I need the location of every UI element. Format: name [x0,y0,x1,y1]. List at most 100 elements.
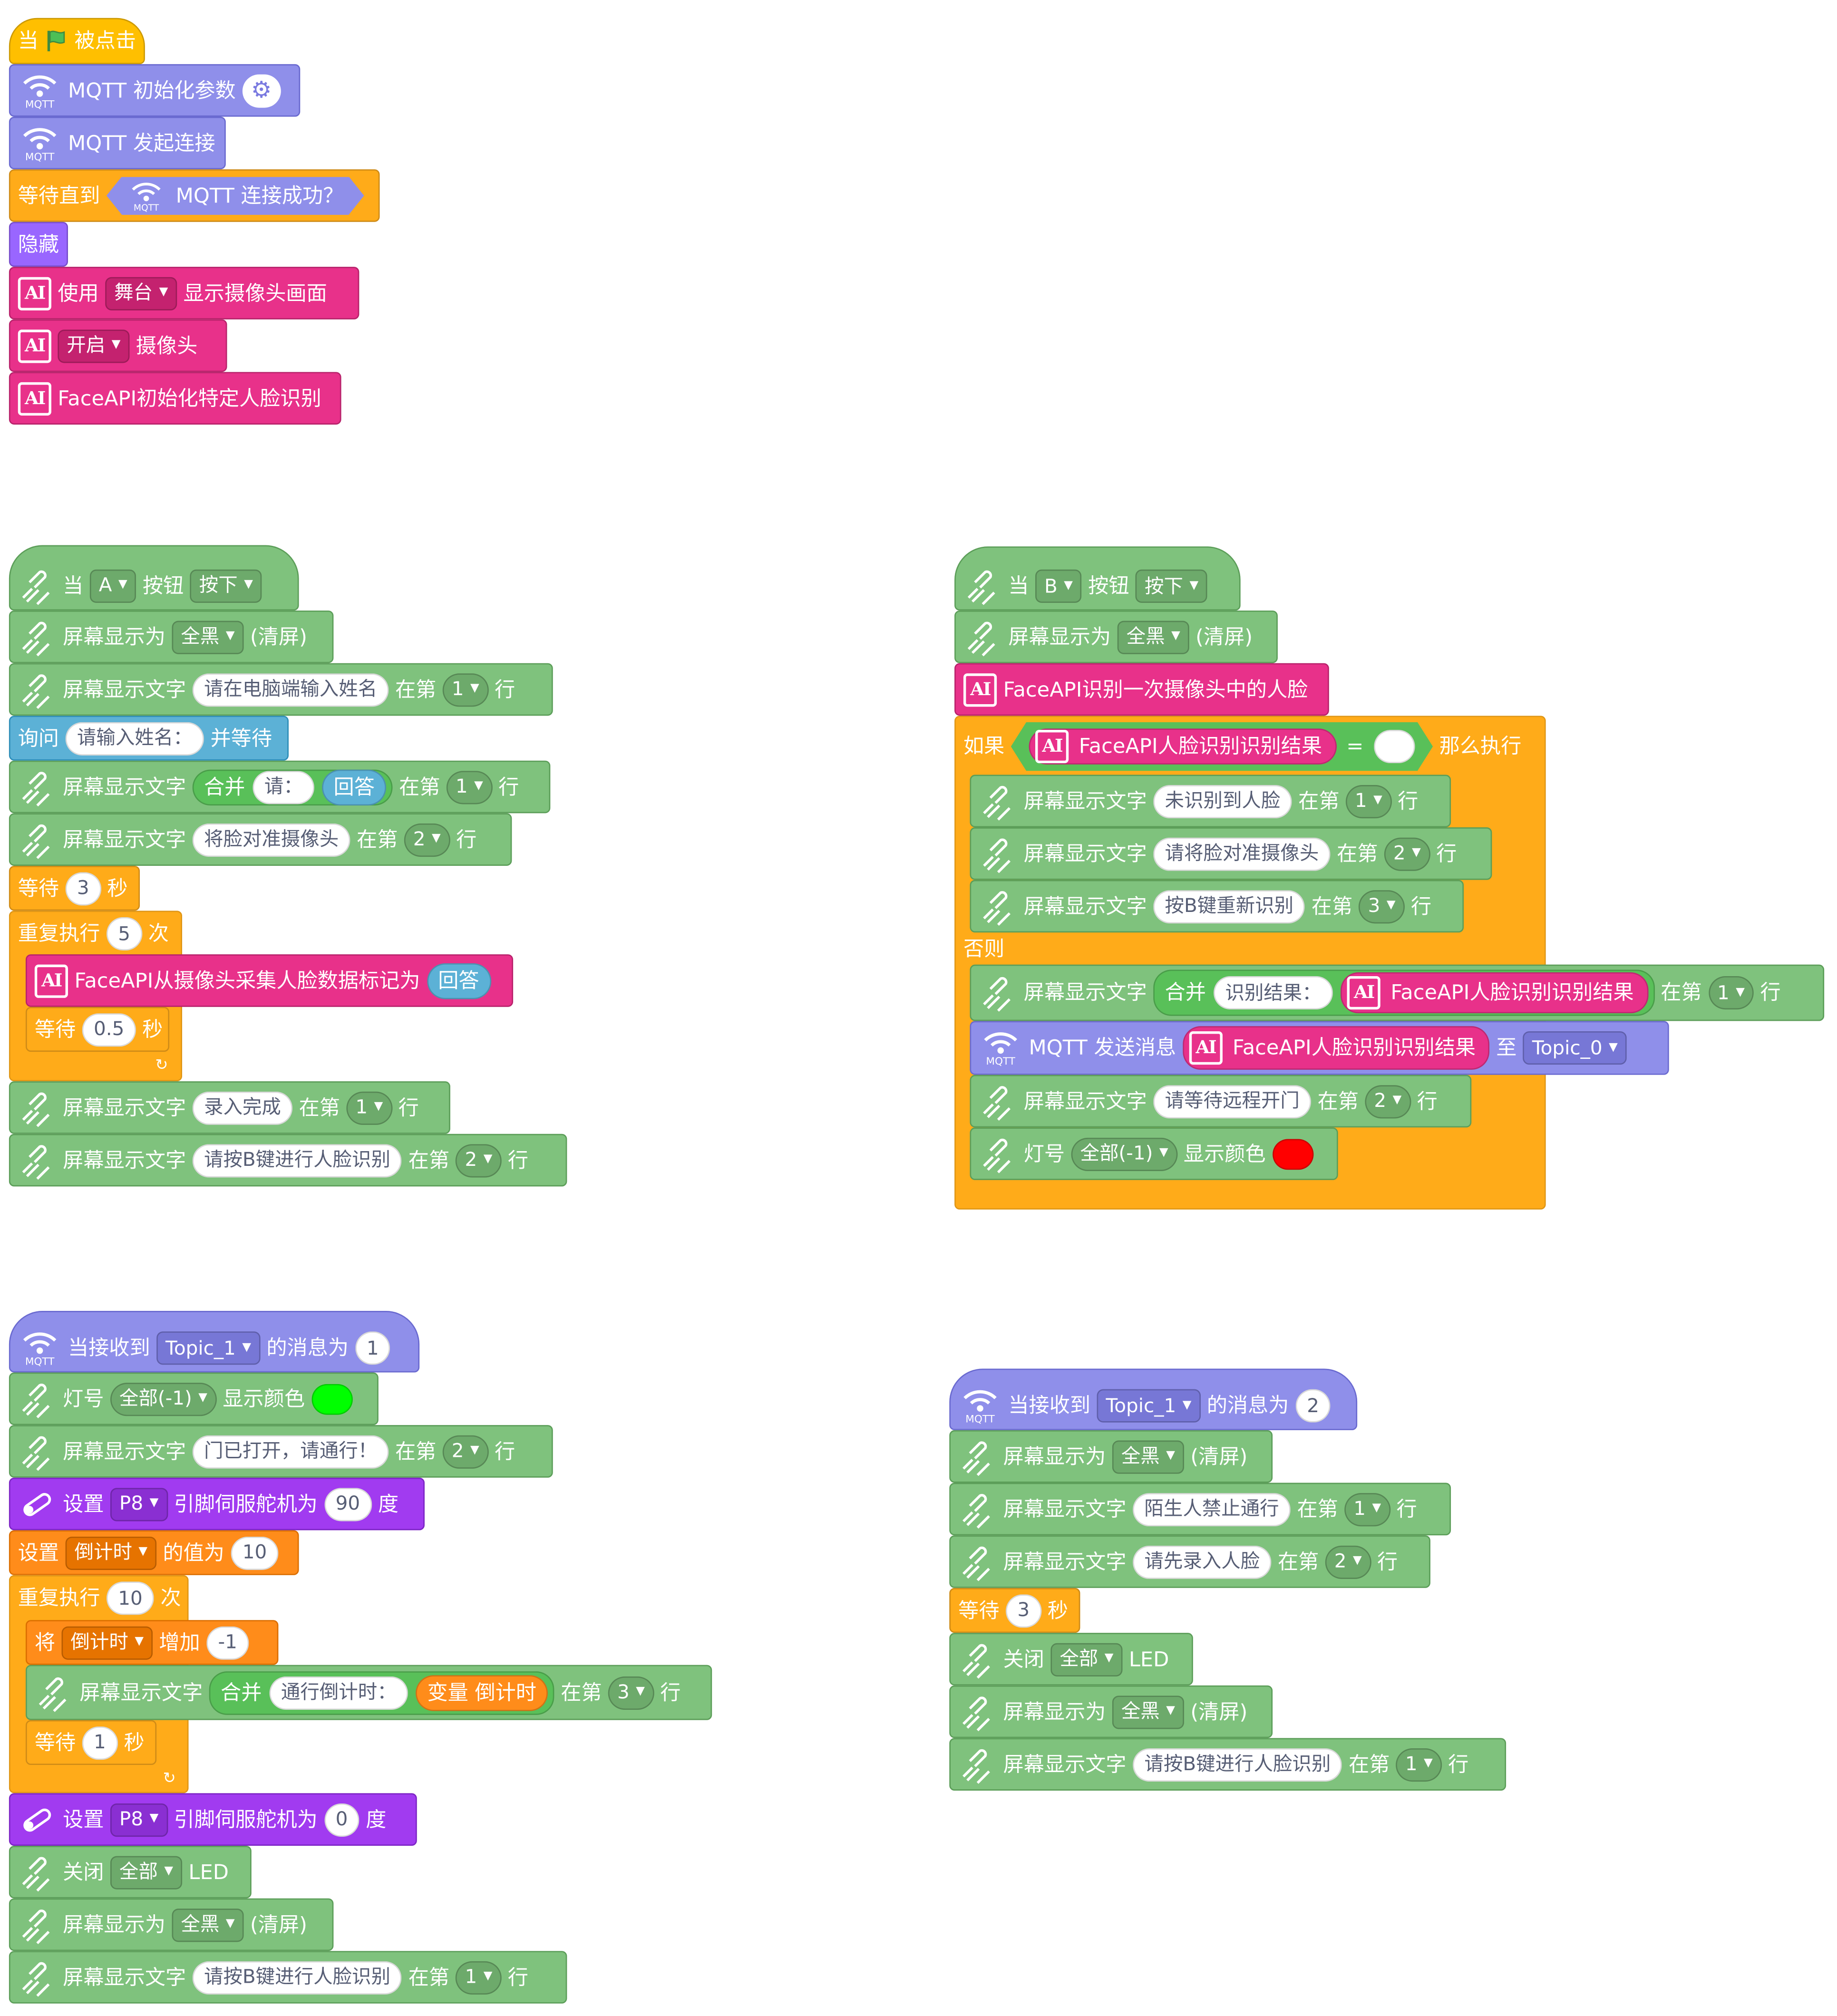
variable-dropdown[interactable]: 倒计时▼ [65,1536,156,1570]
text-input[interactable]: 门已打开，请通行！ [192,1434,389,1468]
faceapi-collect-block[interactable]: AI FaceAPI从摄像头采集人脸数据标记为 回答 [25,954,514,1007]
row-dropdown[interactable]: 2▼ [456,1143,502,1177]
pin-dropdown[interactable]: P8▼ [110,1803,168,1836]
display-text-block[interactable]: 屏幕显示文字 请先录入人脸 在第 2▼ 行 [949,1535,1430,1588]
led-off-block[interactable]: 关闭 全部▼ LED [9,1845,252,1899]
join-text-input[interactable]: 请： [253,770,315,804]
color-swatch-green[interactable] [311,1383,352,1415]
display-text-block[interactable]: 屏幕显示文字 未识别到人脸 在第 1▼ 行 [970,775,1451,828]
fill-dropdown[interactable]: 全黑▼ [1112,1695,1184,1729]
answer-reporter[interactable]: 回答 [426,962,491,999]
row-dropdown[interactable]: 1▼ [442,672,488,707]
screen-clear-block[interactable]: 屏幕显示为 全黑▼ (清屏) [9,1898,334,1951]
join-reporter[interactable]: 合并 通行倒计时： 变量 倒计时 [209,1670,554,1715]
text-input[interactable]: 请按B键进行人脸识别 [192,1143,402,1177]
display-text-block[interactable]: 屏幕显示文字 合并 识别结果： AI FaceAPI人脸识别识别结果 在第 1▼… [970,964,1825,1021]
mqtt-send-block[interactable]: MQTT MQTT 发送消息 AI FaceAPI人脸识别识别结果 至 Topi… [970,1021,1669,1075]
press-dropdown[interactable]: 按下▼ [1136,569,1208,603]
when-button-b-pressed-block[interactable]: 当 B▼ 按钮 按下▼ [954,546,1241,611]
when-receive-message-block[interactable]: MQTT 当接收到 Topic_1▼ 的消息为 1 [9,1311,420,1373]
fill-dropdown[interactable]: 全黑▼ [1112,1440,1184,1473]
join-text-input[interactable]: 通行倒计时： [269,1676,408,1709]
gear-icon[interactable]: ⚙ [242,74,281,107]
screen-clear-block[interactable]: 屏幕显示为 全黑▼ (清屏) [954,611,1278,663]
variable-dropdown[interactable]: 倒计时▼ [61,1626,153,1659]
mqtt-connect-block[interactable]: MQTT MQTT 发起连接 [9,116,226,170]
fill-dropdown[interactable]: 全黑▼ [1117,620,1189,654]
angle-input[interactable]: 90 [324,1487,372,1521]
set-servo-block[interactable]: 设置 P8▼ 引脚伺服舵机为 0 度 [9,1793,417,1846]
mqtt-connected-condition[interactable]: MQTT MQTT 连接成功？ [107,176,364,215]
angle-input[interactable]: 0 [324,1803,360,1836]
change-variable-block[interactable]: 将 倒计时▼ 增加 -1 [25,1620,279,1665]
display-text-block[interactable]: 屏幕显示文字 请在电脑端输入姓名 在第 1▼ 行 [9,663,553,716]
message-input[interactable]: 2 [1295,1389,1331,1423]
equals-condition[interactable]: AI FaceAPI人脸识别识别结果 = [1011,722,1433,771]
value-input[interactable]: 10 [231,1536,279,1570]
hide-block[interactable]: 隐藏 [9,222,68,267]
led-dropdown[interactable]: 全部▼ [110,1855,182,1889]
ask-text-input[interactable]: 请输入姓名： [65,721,204,755]
screen-clear-block[interactable]: 屏幕显示为 全黑▼ (清屏) [949,1685,1273,1738]
led-dropdown[interactable]: 全部(-1)▼ [1071,1137,1177,1171]
pin-dropdown[interactable]: P8▼ [110,1487,168,1521]
show-camera-block[interactable]: AI 使用 舞台▼ 显示摄像头画面 [9,267,360,320]
led-color-block[interactable]: 灯号 全部(-1)▼ 显示颜色 [9,1372,379,1425]
led-off-block[interactable]: 关闭 全部▼ LED [949,1633,1193,1686]
display-text-block[interactable]: 屏幕显示文字 请按B键进行人脸识别 在第 1▼ 行 [9,1951,567,2004]
row-dropdown[interactable]: 1▼ [447,770,492,804]
when-flag-clicked-block[interactable]: 当 被点击 [9,18,145,64]
text-input[interactable]: 请按B键进行人脸识别 [192,1960,402,1994]
text-input[interactable]: 请先录入人脸 [1133,1545,1272,1579]
row-dropdown[interactable]: 3▼ [1359,889,1405,923]
wait-seconds-block[interactable]: 等待 1 秒 [25,1720,157,1765]
when-receive-message-block[interactable]: MQTT 当接收到 Topic_1▼ 的消息为 2 [949,1368,1358,1430]
display-text-block[interactable]: 屏幕显示文字 请按B键进行人脸识别 在第 1▼ 行 [949,1738,1507,1791]
variable-reporter[interactable]: 变量 倒计时 [416,1674,548,1711]
join-reporter[interactable]: 合并 请： 回答 [192,769,393,805]
row-dropdown[interactable]: 2▼ [1365,1084,1411,1118]
row-dropdown[interactable]: 1▼ [456,1960,502,1994]
camera-state-dropdown[interactable]: 开启▼ [58,329,130,363]
text-input[interactable]: 陌生人禁止通行 [1133,1492,1291,1526]
text-input[interactable]: 录入完成 [192,1091,293,1124]
faceapi-recognize-block[interactable]: AI FaceAPI识别一次摄像头中的人脸 [954,663,1329,716]
led-color-block[interactable]: 灯号 全部(-1)▼ 显示颜色 [970,1127,1338,1180]
display-text-block[interactable]: 屏幕显示文字 陌生人禁止通行 在第 1▼ 行 [949,1483,1451,1536]
seconds-input[interactable]: 0.5 [82,1012,136,1046]
text-input[interactable]: 请等待远程开门 [1153,1084,1312,1118]
display-text-block[interactable]: 屏幕显示文字 按B键重新识别 在第 3▼ 行 [970,880,1464,933]
topic-dropdown[interactable]: Topic_0▼ [1523,1031,1627,1065]
row-dropdown[interactable]: 1▼ [346,1091,392,1124]
row-dropdown[interactable]: 3▼ [608,1676,654,1709]
row-dropdown[interactable]: 2▼ [442,1434,488,1468]
camera-toggle-block[interactable]: AI 开启▼ 摄像头 [9,319,227,372]
row-dropdown[interactable]: 1▼ [1346,784,1391,818]
text-input[interactable]: 将脸对准摄像头 [192,823,350,856]
button-dropdown[interactable]: A▼ [89,569,136,602]
row-dropdown[interactable]: 1▼ [1396,1747,1442,1781]
topic-dropdown[interactable]: Topic_1▼ [156,1331,260,1365]
face-result-reporter[interactable]: AI FaceAPI人脸识别识别结果 [1029,728,1336,765]
seconds-input[interactable]: 3 [65,872,101,905]
screen-clear-block[interactable]: 屏幕显示为 全黑▼ (清屏) [949,1430,1273,1483]
join-text-input[interactable]: 识别结果： [1214,976,1333,1010]
led-dropdown[interactable]: 全部(-1)▼ [110,1382,216,1415]
press-dropdown[interactable]: 按下▼ [190,569,262,602]
color-swatch-red[interactable] [1272,1138,1313,1169]
display-text-block[interactable]: 屏幕显示文字 请等待远程开门 在第 2▼ 行 [970,1075,1472,1128]
delta-input[interactable]: -1 [206,1626,249,1659]
row-dropdown[interactable]: 1▼ [1344,1492,1390,1526]
seconds-input[interactable]: 1 [82,1725,118,1759]
wait-until-block[interactable]: 等待直到 MQTT MQTT 连接成功？ [9,169,380,222]
fill-dropdown[interactable]: 全黑▼ [172,1908,244,1941]
row-dropdown[interactable]: 1▼ [1708,976,1754,1010]
set-servo-block[interactable]: 设置 P8▼ 引脚伺服舵机为 90 度 [9,1477,425,1531]
repeat-count-input[interactable]: 5 [106,917,142,950]
display-text-block[interactable]: 屏幕显示文字 录入完成 在第 1▼ 行 [9,1081,450,1134]
text-input[interactable]: 请将脸对准摄像头 [1153,837,1331,871]
display-text-block[interactable]: 屏幕显示文字 将脸对准摄像头 在第 2▼ 行 [9,813,512,866]
face-result-reporter[interactable]: AI FaceAPI人脸识别识别结果 [1341,972,1648,1014]
compare-value-input[interactable] [1374,730,1415,763]
text-input[interactable]: 未识别到人脸 [1153,784,1292,818]
